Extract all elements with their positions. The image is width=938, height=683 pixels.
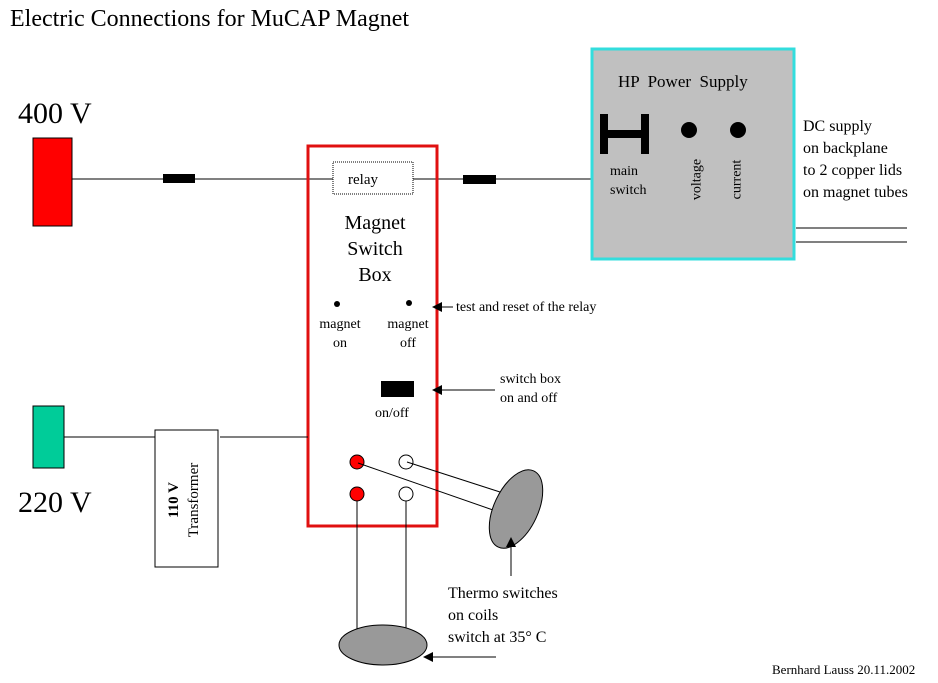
transformer-label: 110 V Transformer (164, 440, 208, 560)
onoff-switch[interactable] (381, 381, 414, 397)
magnet-off-label: magnet off (379, 315, 437, 353)
magnet-on-label: magnet on (311, 315, 369, 353)
dc-supply-annotation: DC supply on backplane to 2 copper lids … (803, 116, 908, 204)
terminal-red-bottom (349, 486, 365, 502)
annotation-line: switch at 35° C (448, 629, 547, 646)
label-line: magnet (387, 317, 429, 332)
switch-box-annotation: switch box on and off (500, 370, 561, 408)
magnet-on-button[interactable] (334, 301, 340, 307)
wire-thermo-2 (406, 461, 501, 493)
source-400v-label: 400 V (18, 97, 92, 130)
annotation-line: on and off (500, 391, 558, 406)
test-reset-annotation: test and reset of the relay (456, 300, 597, 315)
author-credit: Bernhard Lauss 20.11.2002 (772, 662, 916, 677)
fuse-2 (463, 175, 496, 184)
power-supply-title: HP Power Supply (618, 72, 748, 91)
source-220v-label: 220 V (18, 486, 92, 519)
current-label: current (729, 159, 745, 200)
page-title: Electric Connections for MuCAP Magnet (10, 6, 410, 32)
annotation-line: switch box (500, 372, 562, 387)
annotation-line: DC supply (803, 118, 872, 135)
terminal-white-top (398, 454, 414, 470)
annotation-line: on coils (448, 607, 499, 624)
annotation-line: Thermo switches (448, 585, 558, 602)
annotation-line: on backplane (803, 140, 888, 157)
source-400v-block (32, 137, 73, 227)
voltage-indicator (681, 122, 697, 138)
thermo-switch-upper (488, 469, 544, 549)
label-line: switch (610, 183, 647, 198)
terminal-white-bottom (398, 486, 414, 502)
switch-box-frame (306, 144, 439, 528)
terminal-red-top (349, 454, 365, 470)
label-line: off (399, 336, 417, 351)
voltage-label: voltage (689, 158, 705, 201)
current-indicator (730, 122, 746, 138)
relay-label: relay (348, 172, 378, 188)
main-switch-label: main switch (610, 162, 647, 200)
magnet-off-button[interactable] (406, 300, 412, 306)
switch-box-title-line: Magnet (344, 212, 406, 234)
label-line: magnet (319, 317, 361, 332)
onoff-label: on/off (375, 406, 409, 421)
label-line: on (333, 336, 347, 351)
switch-box-title: Magnet Switch Box (330, 210, 420, 288)
transformer-name: Transformer (186, 462, 202, 538)
source-220v-block (32, 405, 65, 469)
wire-thermo-1 (357, 462, 494, 511)
main-switch-icon[interactable] (600, 114, 649, 154)
relay-box (332, 161, 414, 195)
transformer-voltage: 110 V (166, 482, 182, 518)
switch-box-title-line: Switch (347, 238, 403, 260)
switch-box-title-line: Box (358, 264, 392, 286)
power-supply-box (590, 47, 796, 261)
fuse-1 (163, 174, 195, 183)
annotation-line: to 2 copper lids (803, 162, 903, 179)
label-line: main (610, 164, 638, 179)
thermo-switch-lower (338, 624, 428, 666)
transformer-box (154, 429, 219, 568)
annotation-line: on magnet tubes (803, 184, 908, 201)
thermo-annotation: Thermo switches on coils switch at 35° C (448, 583, 558, 649)
